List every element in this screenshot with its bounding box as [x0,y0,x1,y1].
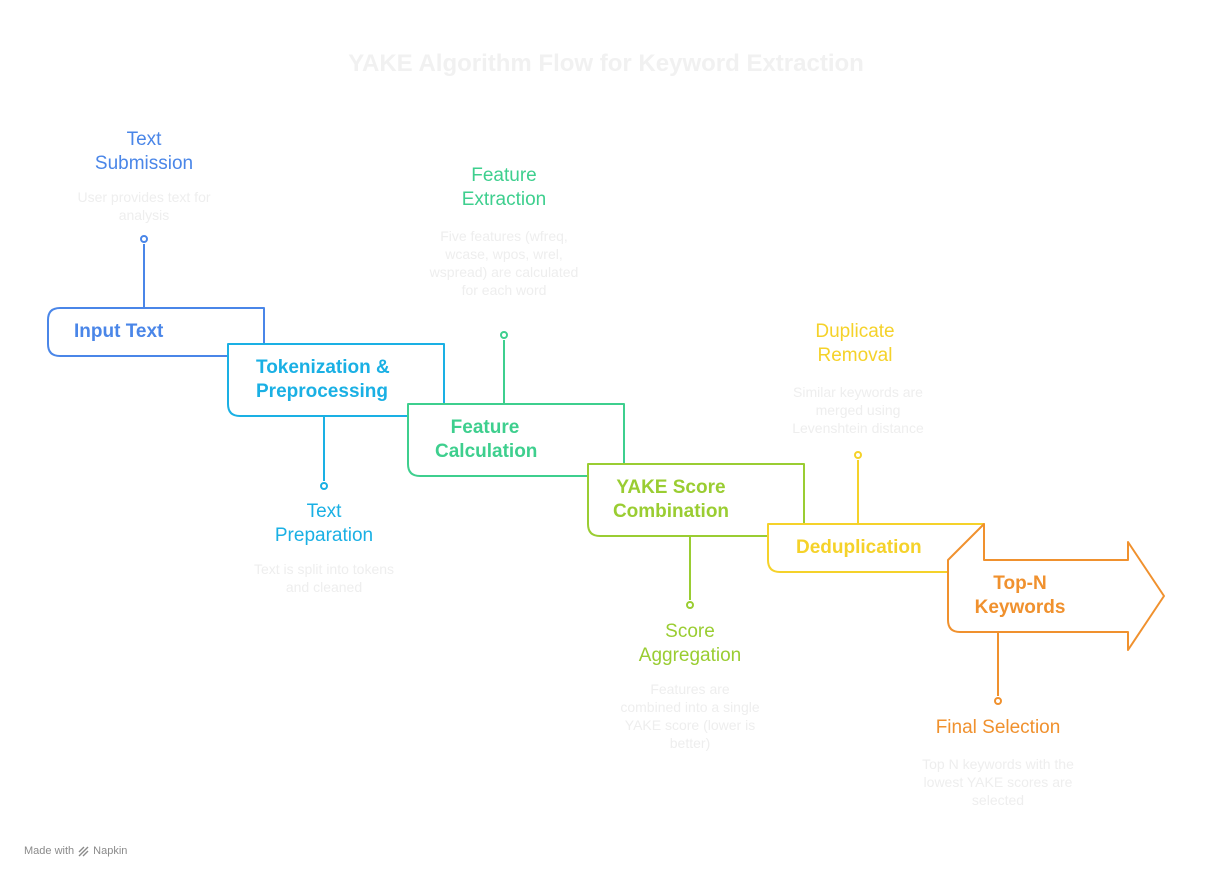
step-shape-6-arrow [947,523,1165,651]
step-label-line: Preprocessing [256,381,388,402]
heading-line: Preparation [274,525,374,546]
diagram-title: YAKE Algorithm Flow for Keyword Extracti… [348,50,864,77]
step-label-yake-score: YAKE Score Combination [606,476,736,524]
heading-line: Removal [817,345,893,366]
step-label-deduplication: Deduplication [796,536,922,560]
heading-line: Final Selection [935,717,1061,738]
step-label-line: Combination [612,501,730,522]
step-label-tokenization: Tokenization & Preprocessing [256,356,390,404]
connector-5 [854,451,862,524]
connector-2 [320,416,328,490]
step-description-2: Text is split into tokens and cleaned [253,561,395,595]
step-description-6: Top N keywords with the lowest YAKE scor… [922,756,1074,808]
heading-line: Text [306,501,342,522]
step-heading-2: Text Preparation [224,500,424,548]
step-label-line: Tokenization & [256,357,390,378]
step-heading-4: Score Aggregation [590,620,790,668]
made-with-text: Made with [24,845,75,857]
napkin-brand-text: Napkin [93,845,128,857]
step-heading-3: Feature Extraction [404,164,604,212]
step-description-5: Similar keywords are merged using Levens… [792,384,924,436]
step-label-input-text: Input Text [74,320,163,344]
step-description-1: User provides text for analysis [77,189,211,223]
step-description-3: Five features (wfreq, wcase, wpos, wrel,… [429,228,579,298]
step-shape-1 [47,307,265,357]
napkin-logo-icon [78,846,89,856]
heading-line: Feature [471,165,537,186]
connector-4 [686,536,694,609]
connector-1 [140,235,148,307]
step-heading-1: Text Submission [44,128,244,176]
heading-line: Aggregation [638,645,742,666]
step-label-feature-calculation: Feature Calculation [435,416,538,464]
heading-line: Score [665,621,715,642]
footer-attribution: Made with Napkin [24,845,127,857]
heading-line: Submission [94,153,194,174]
step-label-line: Deduplication [796,537,922,558]
connector-6 [994,632,1002,705]
step-label-line: Input Text [74,321,164,342]
heading-line: Duplicate [815,321,895,342]
step-label-line: Top-N [993,573,1047,594]
connector-3 [500,331,508,404]
step-label-line: Keywords [974,597,1066,618]
step-label-line: Feature [450,417,520,438]
step-description-4: Features are combined into a single YAKE… [620,681,760,751]
heading-line: Text [126,129,162,150]
step-label-top-n: Top-N Keywords [958,572,1082,620]
step-label-line: Calculation [435,441,538,462]
step-heading-6: Final Selection [898,716,1098,740]
step-label-line: YAKE Score [616,477,726,498]
heading-line: Extraction [461,189,547,210]
step-heading-5: Duplicate Removal [755,320,955,368]
